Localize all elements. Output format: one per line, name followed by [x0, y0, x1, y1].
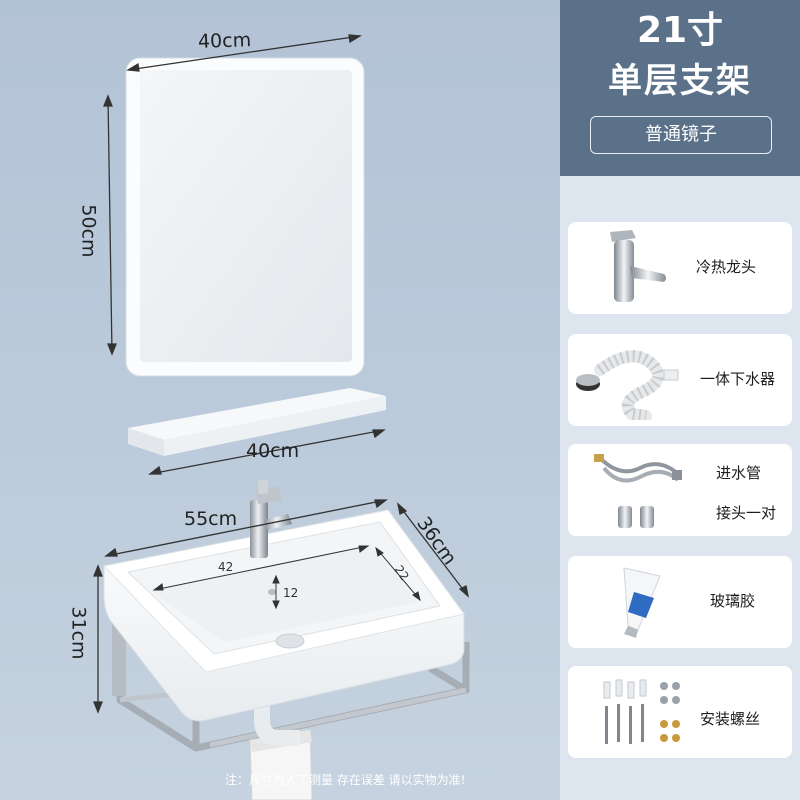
measurement-note: 注：尺寸为人工测量 存在误差 请以实物为准!	[225, 773, 466, 787]
accessory-label: 玻璃胶	[710, 592, 756, 610]
inner-height-label: 12	[283, 586, 299, 600]
mirror-height-label: 50cm	[77, 204, 100, 258]
drain-hose-icon	[576, 350, 679, 420]
mirror-height-line	[103, 94, 117, 356]
basin	[103, 509, 465, 722]
product-scene: 40cm 50cm 40cm 55cm 36cm 31cm 42 22 12 注…	[0, 0, 560, 800]
product-illustration	[93, 34, 470, 800]
inner-width-line	[152, 545, 370, 591]
faucet	[250, 480, 292, 558]
inlet-hose-icon	[594, 454, 682, 528]
basin-height-line	[93, 564, 103, 714]
panel-header: 21寸 单层支架 普通镜子	[560, 0, 800, 176]
accessory-card-faucet: 冷热龙头	[568, 222, 792, 314]
inner-depth-line	[375, 546, 421, 602]
accessory-card-drain: 一体下水器	[568, 334, 792, 426]
accessory-label: 一体下水器	[700, 370, 776, 388]
overflow-hole	[268, 589, 276, 595]
shelf-width-label: 40cm	[246, 440, 300, 462]
basin-width-label: 55cm	[184, 508, 238, 530]
screws-icon	[603, 679, 680, 744]
drain-hole	[275, 633, 305, 649]
shelf	[128, 388, 386, 456]
accessory-label-2: 接头一对	[716, 504, 777, 522]
shelf-width-line	[148, 429, 386, 475]
connector-icon	[618, 506, 632, 528]
accessory-card-glue: 玻璃胶	[568, 556, 792, 648]
drain-pipe	[254, 690, 300, 746]
accessory-card-inlet: 进水管 接头一对	[568, 444, 792, 536]
connector-icon	[640, 506, 654, 528]
basin-height-label: 31cm	[67, 606, 90, 660]
inner-height-line	[272, 574, 280, 610]
basin-depth-line	[396, 502, 470, 598]
glue-tube-icon	[623, 567, 661, 638]
spec-panel: 21寸 单层支架 普通镜子 冷热龙头 一体下水器	[560, 0, 800, 800]
basin-width-line	[104, 499, 388, 557]
wall-plate	[112, 620, 126, 696]
faucet-icon	[610, 230, 666, 302]
accessory-card-screws: 安装螺丝	[568, 666, 792, 758]
size-title: 21寸	[636, 10, 724, 51]
mirror	[125, 57, 365, 377]
accessory-label: 安装螺丝	[700, 710, 761, 728]
mirror-width-label: 40cm	[197, 29, 252, 53]
mirror-width-line	[125, 34, 363, 72]
mirror-type-badge: 普通镜子	[590, 116, 772, 154]
accessory-label: 进水管	[716, 464, 762, 482]
inner-width-label: 42	[218, 560, 234, 574]
accessory-label: 冷热龙头	[696, 258, 757, 276]
bracket-title: 单层支架	[608, 61, 752, 101]
